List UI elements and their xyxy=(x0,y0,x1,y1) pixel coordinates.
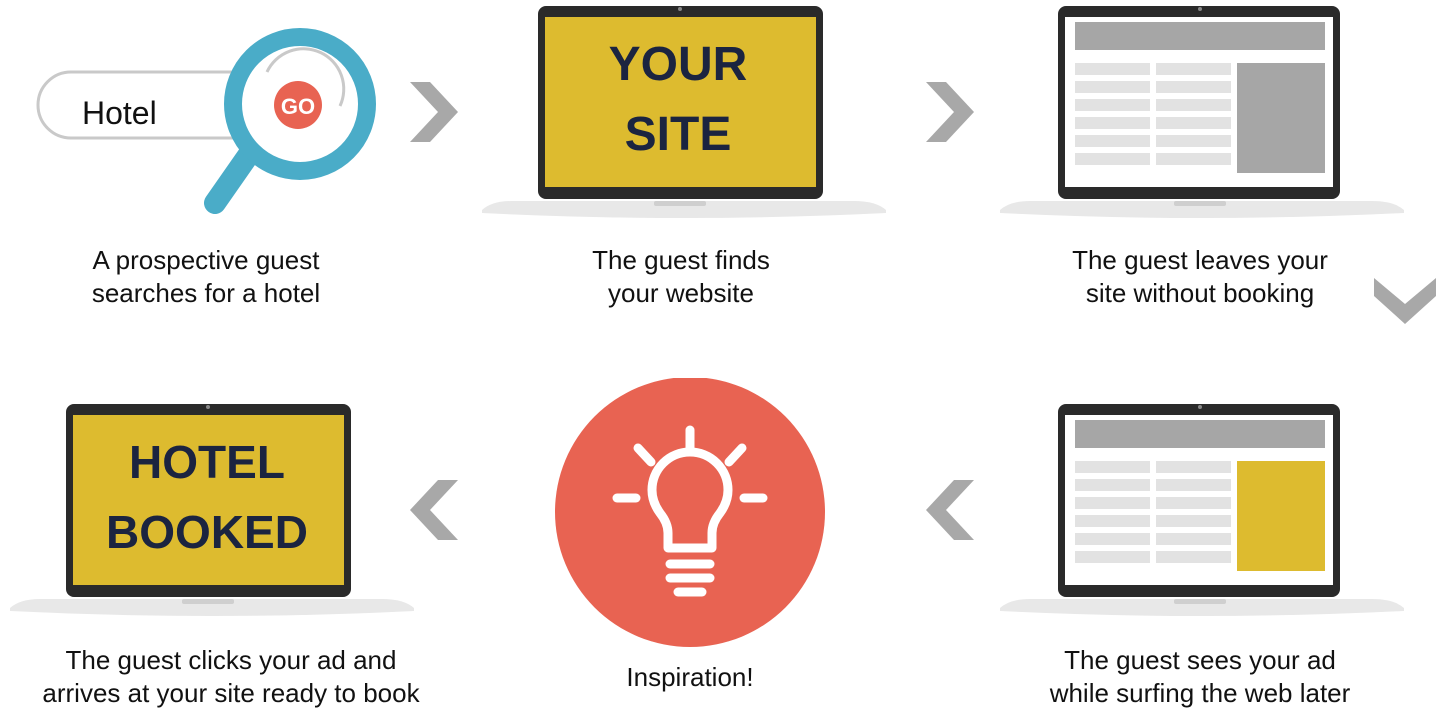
step-search: Hotel GO xyxy=(30,0,390,225)
chevron-left-icon xyxy=(926,480,974,540)
webpage-header-block xyxy=(1075,22,1325,50)
webpage-header-block xyxy=(1075,420,1325,448)
laptop-sees-ad xyxy=(1000,398,1404,623)
laptop-leaves-site xyxy=(1000,0,1404,225)
webpage-ad-block xyxy=(1237,461,1325,571)
laptop-icon xyxy=(1000,6,1404,218)
screen-line-1: YOUR xyxy=(609,38,748,91)
search-query-text: Hotel xyxy=(82,95,157,131)
laptop-hotel-booked: HOTEL BOOKED xyxy=(10,398,414,623)
laptop-screen xyxy=(545,17,816,187)
chevron-right-icon xyxy=(410,82,458,142)
webpage-sidebar-block xyxy=(1237,63,1325,173)
laptop-icon xyxy=(1000,404,1404,616)
step-caption-finds: The guest finds your website xyxy=(592,245,770,308)
lightbulb-icon xyxy=(555,377,825,647)
step-caption-inspiration: Inspiration! xyxy=(626,662,754,692)
laptop-your-site: YOUR SITE xyxy=(482,0,886,225)
search-illustration: Hotel GO xyxy=(36,28,376,214)
step-caption-search: A prospective guest searches for a hotel xyxy=(91,245,321,308)
inspiration-badge xyxy=(554,377,826,650)
chevron-down-icon xyxy=(1374,278,1436,324)
chevron-left-icon xyxy=(410,480,458,540)
screen-line-2: BOOKED xyxy=(106,506,308,558)
webpage-text-rows xyxy=(1075,63,1231,165)
step-caption-sees-ad: The guest sees your ad while surfing the… xyxy=(1049,645,1351,708)
laptop-icon: HOTEL BOOKED xyxy=(10,404,414,616)
step-caption-leaves: The guest leaves your site without booki… xyxy=(1072,245,1328,308)
laptop-icon: YOUR SITE xyxy=(482,6,886,218)
screen-line-2: SITE xyxy=(625,108,732,161)
step-caption-clicks-ad: The guest clicks your ad and arrives at … xyxy=(42,645,420,708)
screen-line-1: HOTEL xyxy=(129,436,285,488)
chevron-right-icon xyxy=(926,82,974,142)
laptop-screen xyxy=(73,415,344,585)
go-button[interactable]: GO xyxy=(274,81,322,129)
go-button-label: GO xyxy=(281,94,315,119)
webpage-text-rows xyxy=(1075,461,1231,563)
